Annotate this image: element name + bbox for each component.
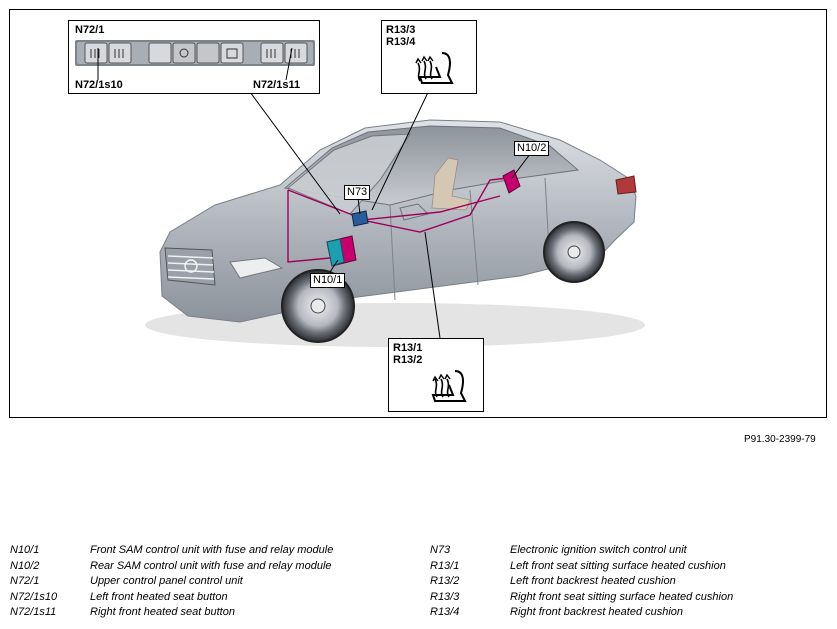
cushion-heater-callout: R13/1 R13/2 (388, 338, 484, 412)
heated-cushion-icon (431, 370, 467, 402)
legend-code: N72/1 (10, 575, 40, 587)
legend-desc: Right front backrest heated cushion (510, 606, 684, 618)
legend-desc: Right front seat sitting surface heated … (510, 590, 734, 603)
control-panel-callout: N72/1 N72/1s10 N72/1s11 (68, 20, 320, 94)
legend-code: R13/4 (430, 606, 460, 618)
module-n10-1-teal (326, 238, 345, 267)
legend-row: N72/1s11 Right front heated seat button (10, 605, 333, 621)
cushion-label-1: R13/1 (393, 342, 423, 354)
cushion-label-2: R13/2 (393, 354, 423, 366)
right-button-label: N72/1s11 (253, 79, 301, 91)
rear-wheel-hub (567, 245, 581, 259)
legend-row: R13/2 Left front backrest heated cushion (430, 574, 733, 590)
legend-code: R13/3 (430, 590, 460, 603)
legend-left: N10/1 Front SAM control unit with fuse an… (10, 543, 333, 621)
legend-row: N72/1 Upper control panel control unit (10, 574, 333, 590)
left-button-label: N72/1s10 (75, 79, 123, 91)
legend-desc: Left front heated seat button (90, 590, 228, 603)
module-n73 (351, 210, 369, 227)
backrest-label-1: R13/3 (386, 24, 416, 36)
legend-row: R13/4 Right front backrest heated cushion (430, 605, 733, 621)
backrest-label-2: R13/4 (386, 36, 416, 48)
legend-row: N73 Electronic ignition switch control un… (430, 543, 733, 559)
panel-title: N72/1 (75, 24, 105, 36)
legend-desc: Left front seat sitting surface heated c… (510, 559, 726, 572)
legend-desc: Left front backrest heated cushion (510, 575, 676, 587)
legend-right: N73 Electronic ignition switch control un… (430, 543, 733, 621)
leader-lines (249, 83, 531, 339)
legend-code: R13/2 (430, 575, 460, 587)
front-wheel-hub (310, 298, 326, 314)
control-panel-image (75, 40, 315, 66)
seat-shape (431, 157, 471, 211)
legend-code: R13/1 (430, 559, 460, 572)
legend-code: N73 (430, 544, 451, 556)
legend-code: N72/1s11 (10, 606, 57, 618)
legend-desc: Right front heated seat button (90, 606, 235, 618)
legend-desc: Upper control panel control unit (90, 575, 243, 587)
legend-row: N10/2 Rear SAM control unit with fuse and… (10, 559, 333, 575)
legend-row: R13/3 Right front seat sitting surface he… (430, 590, 733, 606)
legend-desc: Electronic ignition switch control unit (510, 544, 687, 556)
legend-code: N72/1s10 (10, 590, 58, 603)
star-emblem (184, 259, 198, 273)
taillight (615, 175, 637, 195)
figure-reference: P91.30-2399-79 (744, 434, 816, 445)
legend-row: R13/1 Left front seat sitting surface hea… (430, 559, 733, 575)
legend-row: N10/1 Front SAM control unit with fuse an… (10, 543, 333, 559)
headlight (229, 257, 284, 279)
wiring-harness (287, 177, 509, 263)
part-label-n73: N73 (344, 185, 371, 200)
legend-desc: Front SAM control unit with fuse and rel… (90, 544, 334, 556)
grille-bars (167, 255, 215, 280)
module-n10-2 (502, 169, 521, 194)
part-label-n10-1: N10/1 (310, 273, 346, 288)
part-label-n10-2: N10/2 (514, 141, 550, 156)
legend-code: N10/1 (10, 544, 40, 556)
legend-row: N72/1s10 Left front heated seat button (10, 590, 333, 606)
heated-backrest-icon (415, 52, 454, 84)
legend-desc: Rear SAM control unit with fuse and rela… (90, 559, 332, 572)
legend-code: N10/2 (10, 559, 40, 572)
backrest-heater-callout: R13/3 R13/4 (381, 20, 477, 94)
